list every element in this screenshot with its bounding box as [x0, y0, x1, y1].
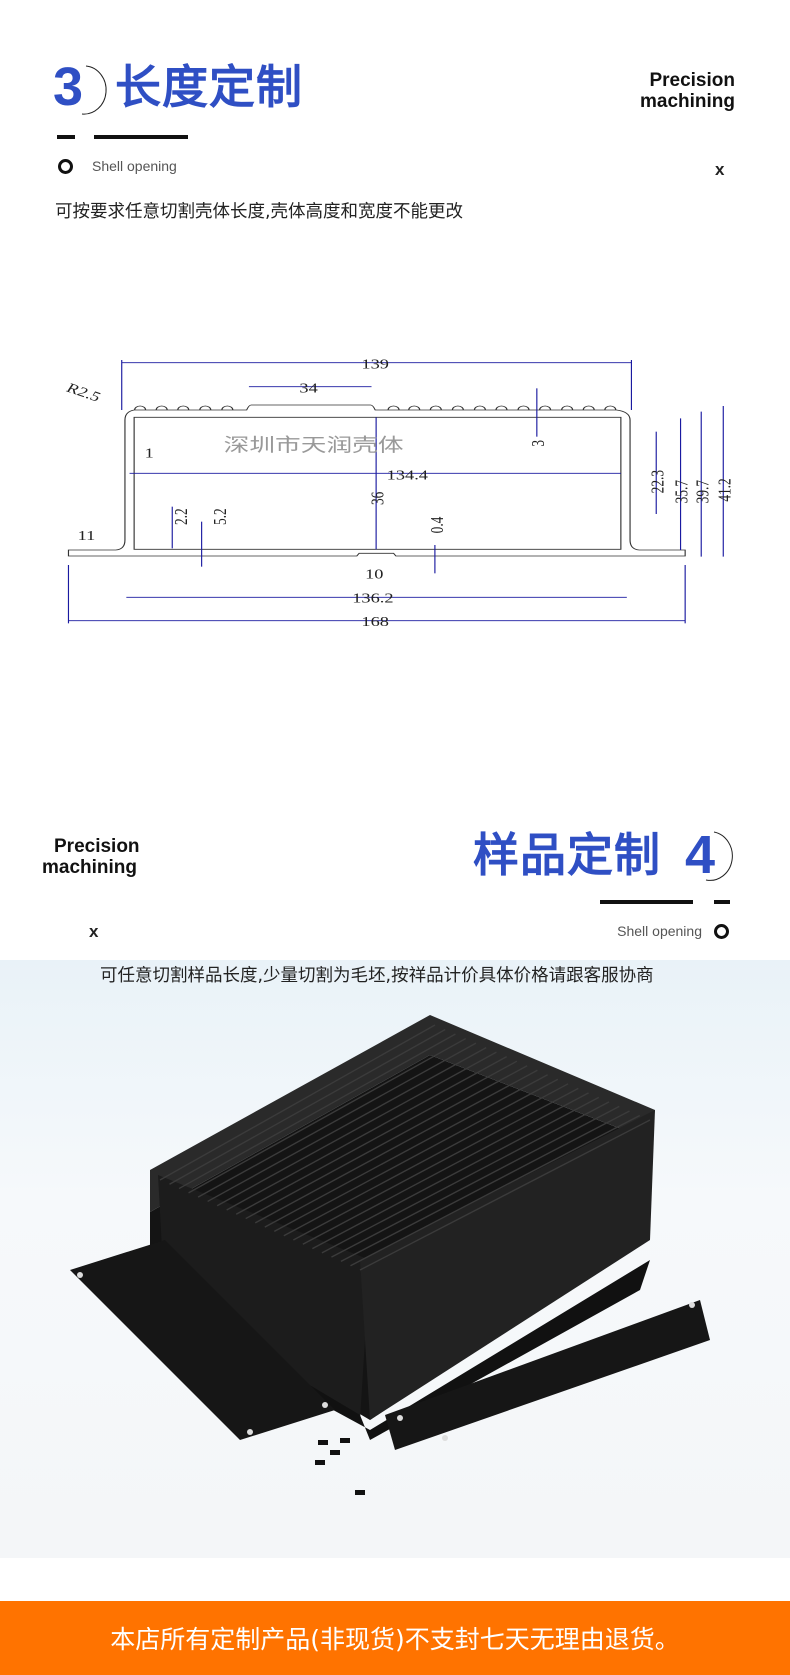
divider-long	[94, 135, 188, 139]
rib	[312, 1096, 600, 1250]
rib	[293, 1087, 579, 1241]
dim-label: 136.2	[352, 592, 393, 606]
divider-long	[600, 900, 693, 904]
dim-label: 41.2	[716, 478, 735, 501]
tagline-line: machining	[42, 857, 138, 878]
tagline-line: Precision	[649, 70, 735, 91]
rib	[264, 1074, 548, 1228]
rib	[273, 1078, 559, 1233]
fin	[387, 405, 400, 411]
fin	[134, 405, 147, 411]
dim-label: 168	[361, 615, 389, 629]
rib	[188, 1037, 467, 1194]
dim-label: 34	[299, 382, 317, 396]
number-arc-icon	[705, 831, 733, 881]
dim-label: 10	[365, 568, 383, 582]
dimension-lines	[67, 360, 724, 624]
rib	[197, 1042, 477, 1198]
divider-short	[714, 900, 730, 904]
rib	[226, 1056, 508, 1211]
tagline-line: Precision	[54, 836, 140, 857]
dim-label: 39.7	[694, 480, 713, 503]
rib	[159, 1024, 436, 1181]
fin	[582, 405, 595, 411]
fin	[473, 405, 486, 411]
rib	[321, 1101, 610, 1254]
rib	[169, 1028, 446, 1185]
dimension-labels: 139 34 R2.5 1 134.4 11 10 136.2 168 36 2…	[63, 358, 735, 630]
section-title: 长度定制	[115, 60, 303, 114]
dim-label: 2.2	[172, 508, 191, 525]
dim-label: R2.5	[63, 381, 103, 405]
rib	[178, 1033, 456, 1190]
dim-label: 11	[78, 529, 96, 543]
rib	[245, 1065, 528, 1220]
product-photo	[0, 960, 790, 1558]
return-policy-banner: 本店所有定制产品(非现货)不支封七天无理由退货。	[0, 1601, 790, 1675]
dim-label: 22.3	[649, 470, 668, 493]
dim-label: 3	[529, 440, 548, 447]
rib	[331, 1105, 620, 1258]
fin	[561, 405, 574, 411]
tagline: Precision machining	[640, 70, 735, 112]
rib	[216, 1051, 497, 1207]
dim-label: 1	[145, 447, 154, 461]
dim-label: 134.4	[387, 469, 428, 483]
return-policy-text: 本店所有定制产品(非现货)不支封七天无理由退货。	[110, 1625, 680, 1654]
x-mark: x	[715, 160, 725, 179]
enclosure-image	[70, 1015, 710, 1495]
profile-drawing: 139 34 R2.5 1 134.4 11 10 136.2 168 36 2…	[63, 358, 735, 630]
dim-label: 36	[369, 492, 388, 505]
dim-label: 139	[361, 358, 389, 372]
dim-label: 35.7	[673, 480, 692, 503]
fin	[539, 405, 552, 411]
rib	[254, 1069, 538, 1224]
rib	[340, 1110, 630, 1263]
rib	[283, 1083, 569, 1237]
description: 可按要求任意切割壳体长度,壳体高度和宽度不能更改	[55, 202, 464, 222]
number-arc-icon	[81, 65, 107, 115]
watermark: 深圳市天润壳体	[224, 435, 404, 457]
fin	[221, 405, 234, 411]
fin	[199, 405, 212, 411]
fin	[429, 405, 442, 411]
fin	[495, 405, 508, 411]
divider-short	[57, 135, 75, 139]
section-number: 3	[53, 57, 84, 117]
rib	[207, 1047, 487, 1203]
fin	[451, 405, 464, 411]
description: 可任意切割样品长度,少量切割为毛坯,按祥品计价具体价格请跟客服协商	[100, 966, 654, 986]
circle-icon	[714, 924, 729, 939]
circle-icon	[58, 159, 73, 174]
rib	[359, 1119, 651, 1271]
fin	[177, 405, 190, 411]
tagline: Precision machining	[42, 836, 140, 878]
fin	[604, 405, 617, 411]
fin	[155, 405, 168, 411]
shell-label: Shell opening	[617, 923, 702, 939]
shell-label: Shell opening	[92, 158, 177, 174]
dim-label: 0.4	[428, 517, 447, 534]
tagline-line: machining	[639, 91, 735, 112]
fin	[517, 405, 530, 411]
section-number: 4	[685, 825, 716, 885]
x-mark: x	[89, 922, 99, 941]
section-title: 样品定制	[473, 828, 661, 882]
rib	[235, 1060, 518, 1215]
rib	[302, 1092, 589, 1245]
profile-outline	[67, 404, 686, 557]
dim-label: 5.2	[211, 508, 230, 525]
fin	[408, 405, 421, 411]
rib	[350, 1114, 641, 1267]
